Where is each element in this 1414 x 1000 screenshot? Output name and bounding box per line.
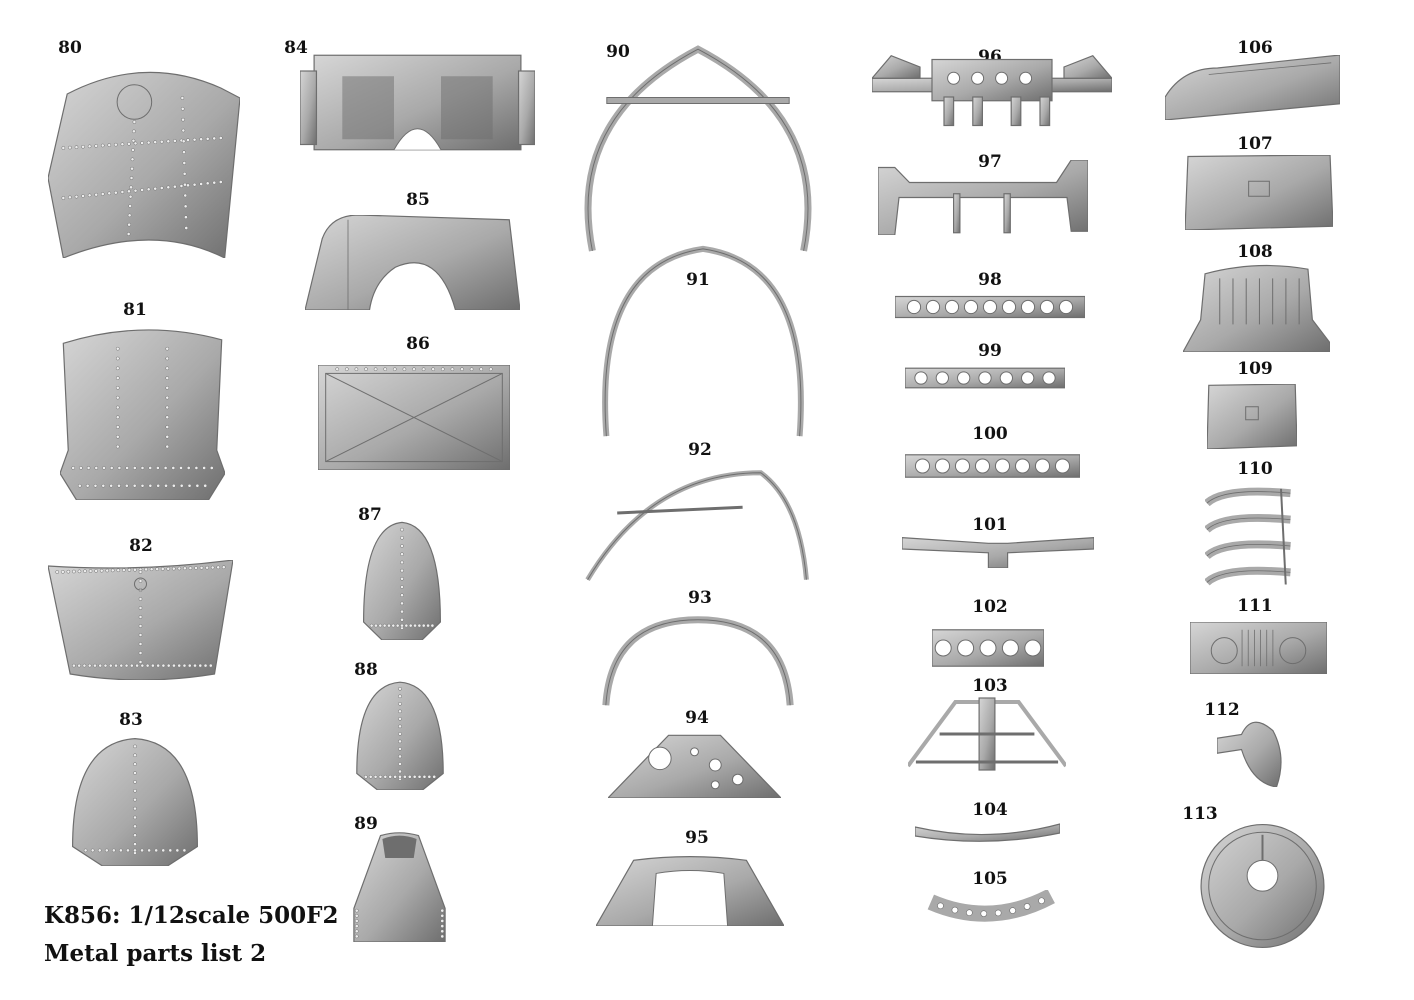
- part-number-99: 99: [978, 341, 1002, 361]
- part-number-82: 82: [129, 536, 153, 556]
- part-number-97: 97: [978, 152, 1002, 172]
- part-number-111: 111: [1237, 596, 1273, 616]
- part-number-113: 113: [1182, 804, 1218, 824]
- part-number-91: 91: [686, 270, 710, 290]
- part-108-tank-image: [1183, 264, 1330, 352]
- part-85-hood-image: [305, 215, 520, 310]
- part-86-plate-x-image: [318, 365, 510, 470]
- part-number-100: 100: [972, 424, 1008, 444]
- caption-line-2: Metal parts list 2: [44, 940, 267, 967]
- part-number-107: 107: [1237, 134, 1273, 154]
- part-81-panel-image: [60, 329, 225, 500]
- part-94-dash-panel-image: [608, 734, 781, 798]
- part-84-box-image: [300, 54, 535, 151]
- part-105-arc-strip-image: [927, 890, 1055, 922]
- part-number-85: 85: [406, 190, 430, 210]
- part-101-bracket-image: [902, 536, 1094, 568]
- part-number-104: 104: [972, 800, 1008, 820]
- part-89-nose-image: [353, 832, 446, 942]
- part-93-arch-image: [602, 616, 794, 706]
- part-99-strip-holes-image: [905, 367, 1065, 389]
- part-109-tray-image: [1207, 384, 1297, 449]
- part-number-102: 102: [972, 597, 1008, 617]
- part-number-80: 80: [58, 38, 82, 58]
- part-106-channel-image: [1165, 55, 1340, 120]
- part-97-beam-image: [878, 160, 1088, 235]
- part-83-shield-image: [71, 737, 199, 866]
- part-number-87: 87: [358, 505, 382, 525]
- part-number-84: 84: [284, 38, 308, 58]
- part-number-103: 103: [972, 676, 1008, 696]
- part-number-81: 81: [123, 300, 147, 320]
- part-111-radiator-image: [1190, 622, 1327, 674]
- part-113-disc-image: [1200, 823, 1325, 949]
- part-103-truss-image: [908, 697, 1066, 771]
- part-number-109: 109: [1237, 359, 1273, 379]
- part-number-93: 93: [688, 588, 712, 608]
- part-91-hoop-image: [602, 245, 804, 437]
- part-107-tray-image: [1185, 155, 1333, 230]
- part-number-94: 94: [685, 708, 709, 728]
- part-104-bar-image: [915, 823, 1060, 842]
- part-110-ribs-image: [1205, 487, 1291, 586]
- part-number-108: 108: [1237, 242, 1273, 262]
- part-88-shield-image: [356, 681, 444, 790]
- part-number-88: 88: [354, 660, 378, 680]
- part-112-cone-image: [1217, 721, 1282, 787]
- part-82-curved-panel-image: [48, 560, 233, 680]
- part-96-crossmember-image: [872, 55, 1112, 127]
- part-number-83: 83: [119, 710, 143, 730]
- part-95-bulkhead-image: [596, 856, 784, 926]
- caption-line-1: K856: 1/12scale 500F2: [44, 902, 339, 929]
- part-number-86: 86: [406, 334, 430, 354]
- part-number-90: 90: [606, 42, 630, 62]
- part-number-95: 95: [685, 828, 709, 848]
- part-100-strip-holes-image: [905, 454, 1080, 478]
- part-number-98: 98: [978, 270, 1002, 290]
- part-number-89: 89: [354, 814, 378, 834]
- part-number-105: 105: [972, 869, 1008, 889]
- part-102-strip-holes-image: [932, 629, 1044, 667]
- part-number-106: 106: [1237, 38, 1273, 58]
- part-92-arch-braced-image: [585, 470, 809, 581]
- part-number-112: 112: [1204, 700, 1240, 720]
- part-number-92: 92: [688, 440, 712, 460]
- part-80-cowl-image: [48, 71, 240, 258]
- part-number-101: 101: [972, 515, 1008, 535]
- part-number-110: 110: [1237, 459, 1273, 479]
- part-98-strip-holes-image: [895, 295, 1085, 319]
- part-90-hoop-frame-image: [584, 45, 812, 252]
- part-87-shield-image: [362, 521, 442, 640]
